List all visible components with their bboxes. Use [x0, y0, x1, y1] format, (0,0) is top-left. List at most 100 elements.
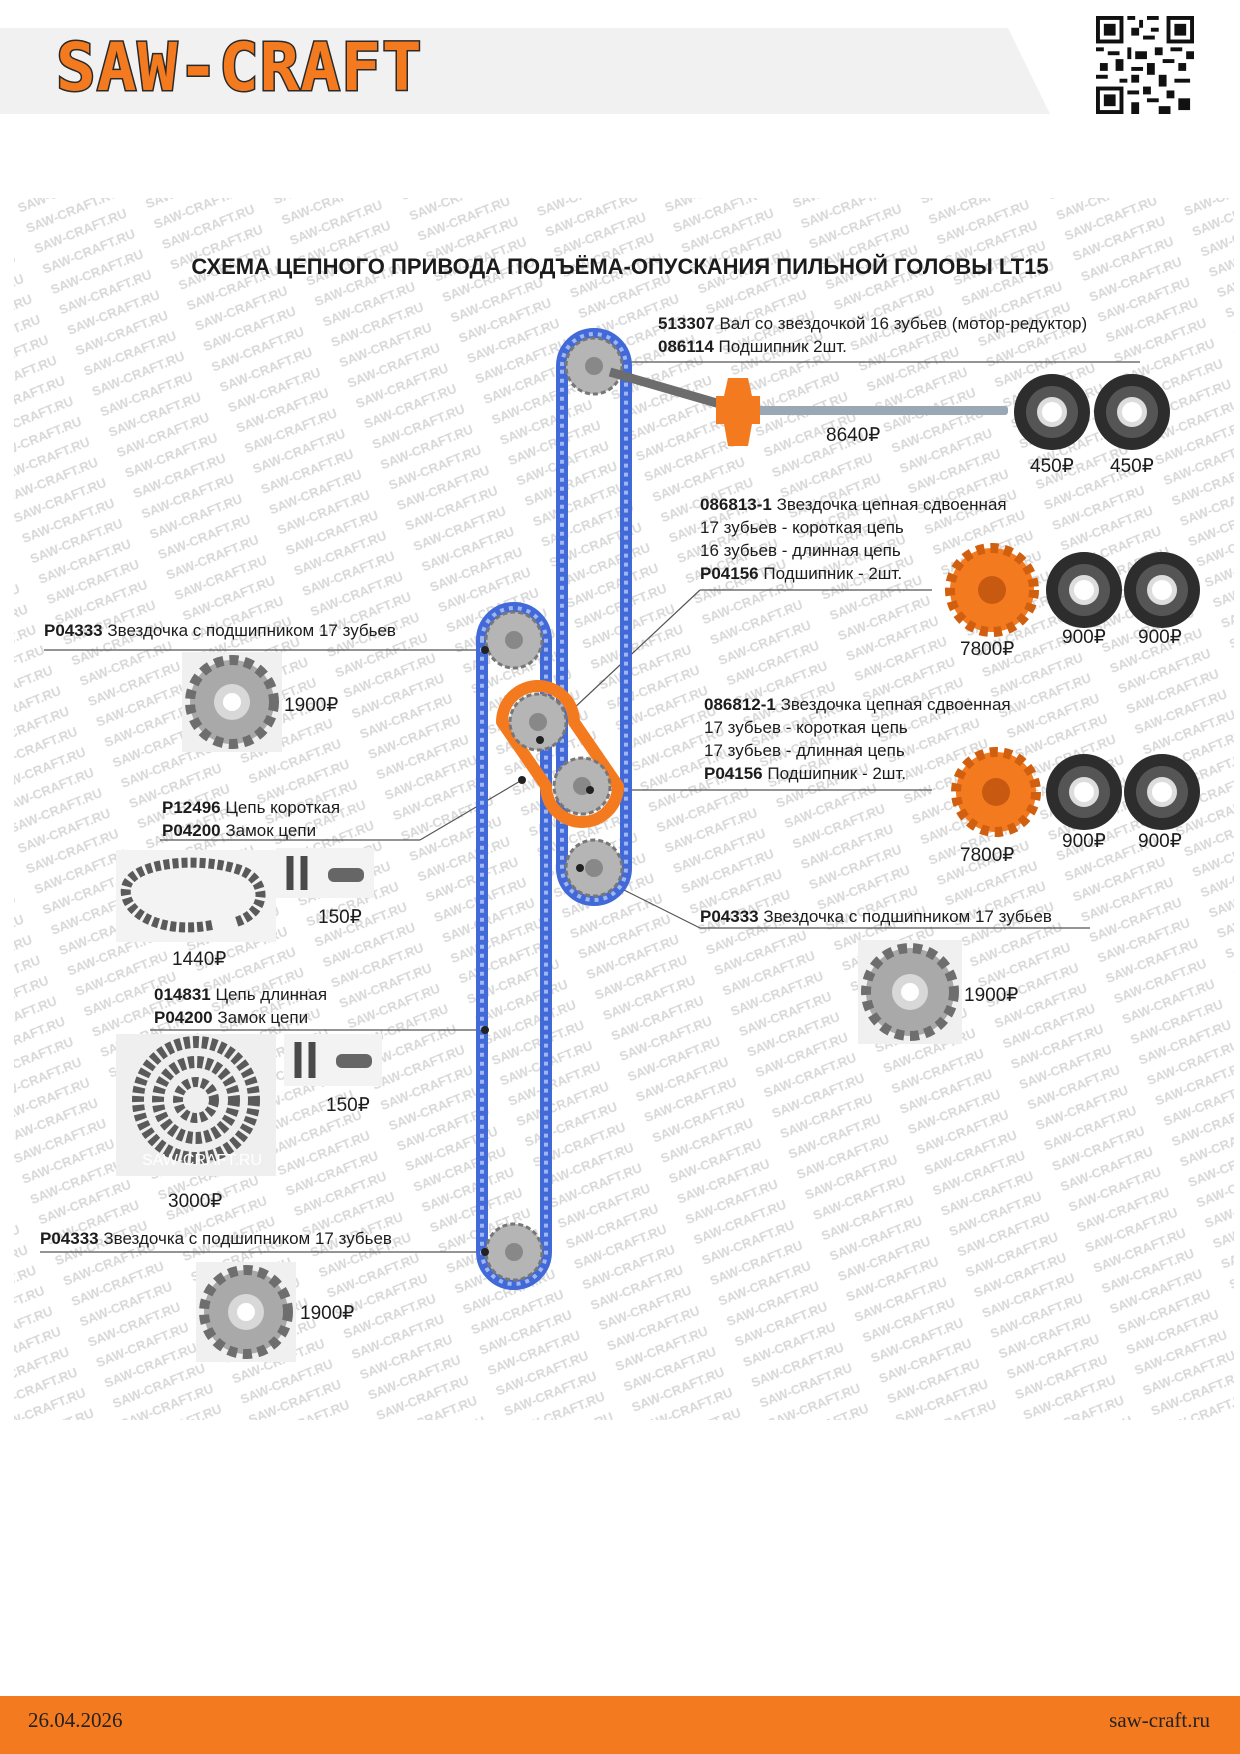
junction-dot [481, 1248, 489, 1256]
footer-bar [0, 1696, 1240, 1754]
price-bearing: 450₽ [1030, 456, 1074, 477]
long-chain-photo-caption: SAW-CRAFT.RU [142, 1152, 262, 1169]
junction-dot [481, 1026, 489, 1034]
label-double-2-line3: 17 зубьев - длинная цепь [704, 741, 905, 760]
bearing-photo-1 [1014, 374, 1090, 450]
price-bearing: 900₽ [1062, 831, 1106, 852]
price-double-sprocket: 7800₽ [960, 845, 1015, 866]
sprocket-bottom [484, 1222, 544, 1282]
junction-dot [536, 736, 544, 744]
part-code: 086114 [658, 337, 714, 356]
price-bearing: 900₽ [1062, 627, 1106, 648]
sprocket-double-2 [552, 756, 612, 816]
price-long-chain: 3000₽ [168, 1191, 223, 1212]
part-desc: Замок цепи [212, 1008, 309, 1027]
part-desc: Замок цепи [220, 821, 317, 840]
part-code: 086813-1 [700, 495, 772, 514]
footer-site-link[interactable]: saw-craft.ru [1109, 1708, 1210, 1732]
footer-date: 26.04.2026 [28, 1708, 123, 1732]
header-banner [0, 28, 1050, 114]
junction-dot [576, 864, 584, 872]
price-double-sprocket: 7800₽ [960, 639, 1015, 660]
part-code: 086812-1 [704, 695, 776, 714]
label-double-1-line4: P04156 Подшипник - 2шт. [700, 563, 902, 585]
chain-lock-photo-1 [276, 848, 374, 898]
label-short-chain-line2: P04200 Замок цепи [162, 820, 316, 842]
label-shaft-line1: 513307 Вал со звездочкой 16 зубьев (мото… [658, 313, 1087, 335]
junction-dot [586, 786, 594, 794]
part-desc: Цепь длинная [210, 985, 328, 1004]
part-code: P04200 [154, 1008, 213, 1027]
price-sprocket: 1900₽ [964, 985, 1019, 1006]
price-bearing: 900₽ [1138, 831, 1182, 852]
price-bearing: 900₽ [1138, 627, 1182, 648]
label-double-1-line3: 16 зубьев - длинная цепь [700, 541, 901, 560]
shaft-line [608, 367, 722, 409]
label-long-chain-line1: 014831 Цепь длинная [154, 984, 327, 1006]
label-double-2-line1: 086812-1 Звездочка цепная сдвоенная [704, 694, 1011, 716]
long-chain-photo [116, 1034, 276, 1176]
diagram-title: СХЕМА ЦЕПНОГО ПРИВОДА ПОДЪЁМА-ОПУСКАНИЯ … [191, 254, 1049, 279]
part-code: P04200 [162, 821, 221, 840]
junction-dot [481, 646, 489, 654]
long-chain-inner [556, 328, 632, 906]
price-bearing: 450₽ [1110, 456, 1154, 477]
leader-line-short-chain-b [419, 779, 523, 841]
price-short-chain: 1440₽ [172, 949, 227, 970]
part-code: P12496 [162, 798, 221, 817]
junction-dot [518, 776, 526, 784]
price-chain-lock: 150₽ [326, 1095, 370, 1116]
bearing-photo-4 [1124, 552, 1200, 628]
part-code: P04156 [700, 564, 759, 583]
short-chain-photo [116, 850, 276, 942]
label-double-2-line4: P04156 Подшипник - 2шт. [704, 763, 906, 785]
label-double-2-line2: 17 зубьев - короткая цепь [704, 718, 908, 737]
sprocket-photo-bottom [196, 1262, 296, 1362]
part-desc: Звездочка с подшипником 17 зубьев [98, 1229, 392, 1248]
part-desc: Подшипник - 2шт. [758, 564, 903, 583]
qr-code-icon [1096, 16, 1194, 114]
long-chain-outer-links [480, 606, 548, 1286]
part-desc: Вал со звездочкой 16 зубьев (мотор-редук… [714, 314, 1088, 333]
label-sprocket-bottom: P04333 Звездочка с подшипником 17 зубьев [40, 1228, 392, 1250]
part-code: P04333 [700, 907, 759, 926]
part-desc: Подшипник 2шт. [713, 337, 847, 356]
price-sprocket: 1900₽ [284, 695, 339, 716]
part-code: P04333 [40, 1229, 99, 1248]
chain-lock-photo-2 [284, 1034, 382, 1086]
label-shaft-line2: 086114 Подшипник 2шт. [658, 336, 847, 358]
bearing-photo-5 [1046, 754, 1122, 830]
label-double-1-line1: 086813-1 Звездочка цепная сдвоенная [700, 494, 1007, 516]
sprocket-photo-right [858, 940, 962, 1044]
part-code: P04156 [704, 764, 763, 783]
part-desc: Подшипник - 2шт. [762, 764, 907, 783]
label-long-chain-line2: P04200 Замок цепи [154, 1007, 308, 1029]
price-sprocket: 1900₽ [300, 1303, 355, 1324]
sprocket-top-left [484, 610, 544, 670]
price-chain-lock: 150₽ [318, 907, 362, 928]
label-sprocket-top-left: P04333 Звездочка с подшипником 17 зубьев [44, 620, 396, 642]
bearing-photo-2 [1094, 374, 1170, 450]
shaft-photo [716, 378, 1008, 446]
double-sprocket-photo-2 [951, 747, 1041, 837]
part-desc: Звездочка цепная сдвоенная [771, 495, 1007, 514]
price-shaft: 8640₽ [826, 425, 881, 446]
part-desc: Звездочка цепная сдвоенная [775, 695, 1011, 714]
part-code: 513307 [658, 314, 715, 333]
part-code: 014831 [154, 985, 211, 1004]
part-desc: Звездочка с подшипником 17 зубьев [758, 907, 1052, 926]
short-chain-loop [496, 680, 624, 828]
sprocket-shaft [564, 336, 624, 396]
bearing-photo-6 [1124, 754, 1200, 830]
part-code: P04333 [44, 621, 103, 640]
part-desc: Цепь короткая [220, 798, 341, 817]
double-sprocket-photo-1 [945, 543, 1039, 637]
part-desc: Звездочка с подшипником 17 зубьев [102, 621, 396, 640]
label-short-chain-line1: P12496 Цепь короткая [162, 797, 340, 819]
sprocket-photo-top-left [182, 652, 282, 752]
sprocket-right [564, 838, 624, 898]
brand-logo[interactable]: SAW-CRAFT [55, 28, 424, 107]
sprocket-double-1 [508, 692, 568, 752]
bearing-photo-3 [1046, 552, 1122, 628]
label-sprocket-right: P04333 Звездочка с подшипником 17 зубьев [700, 906, 1052, 928]
